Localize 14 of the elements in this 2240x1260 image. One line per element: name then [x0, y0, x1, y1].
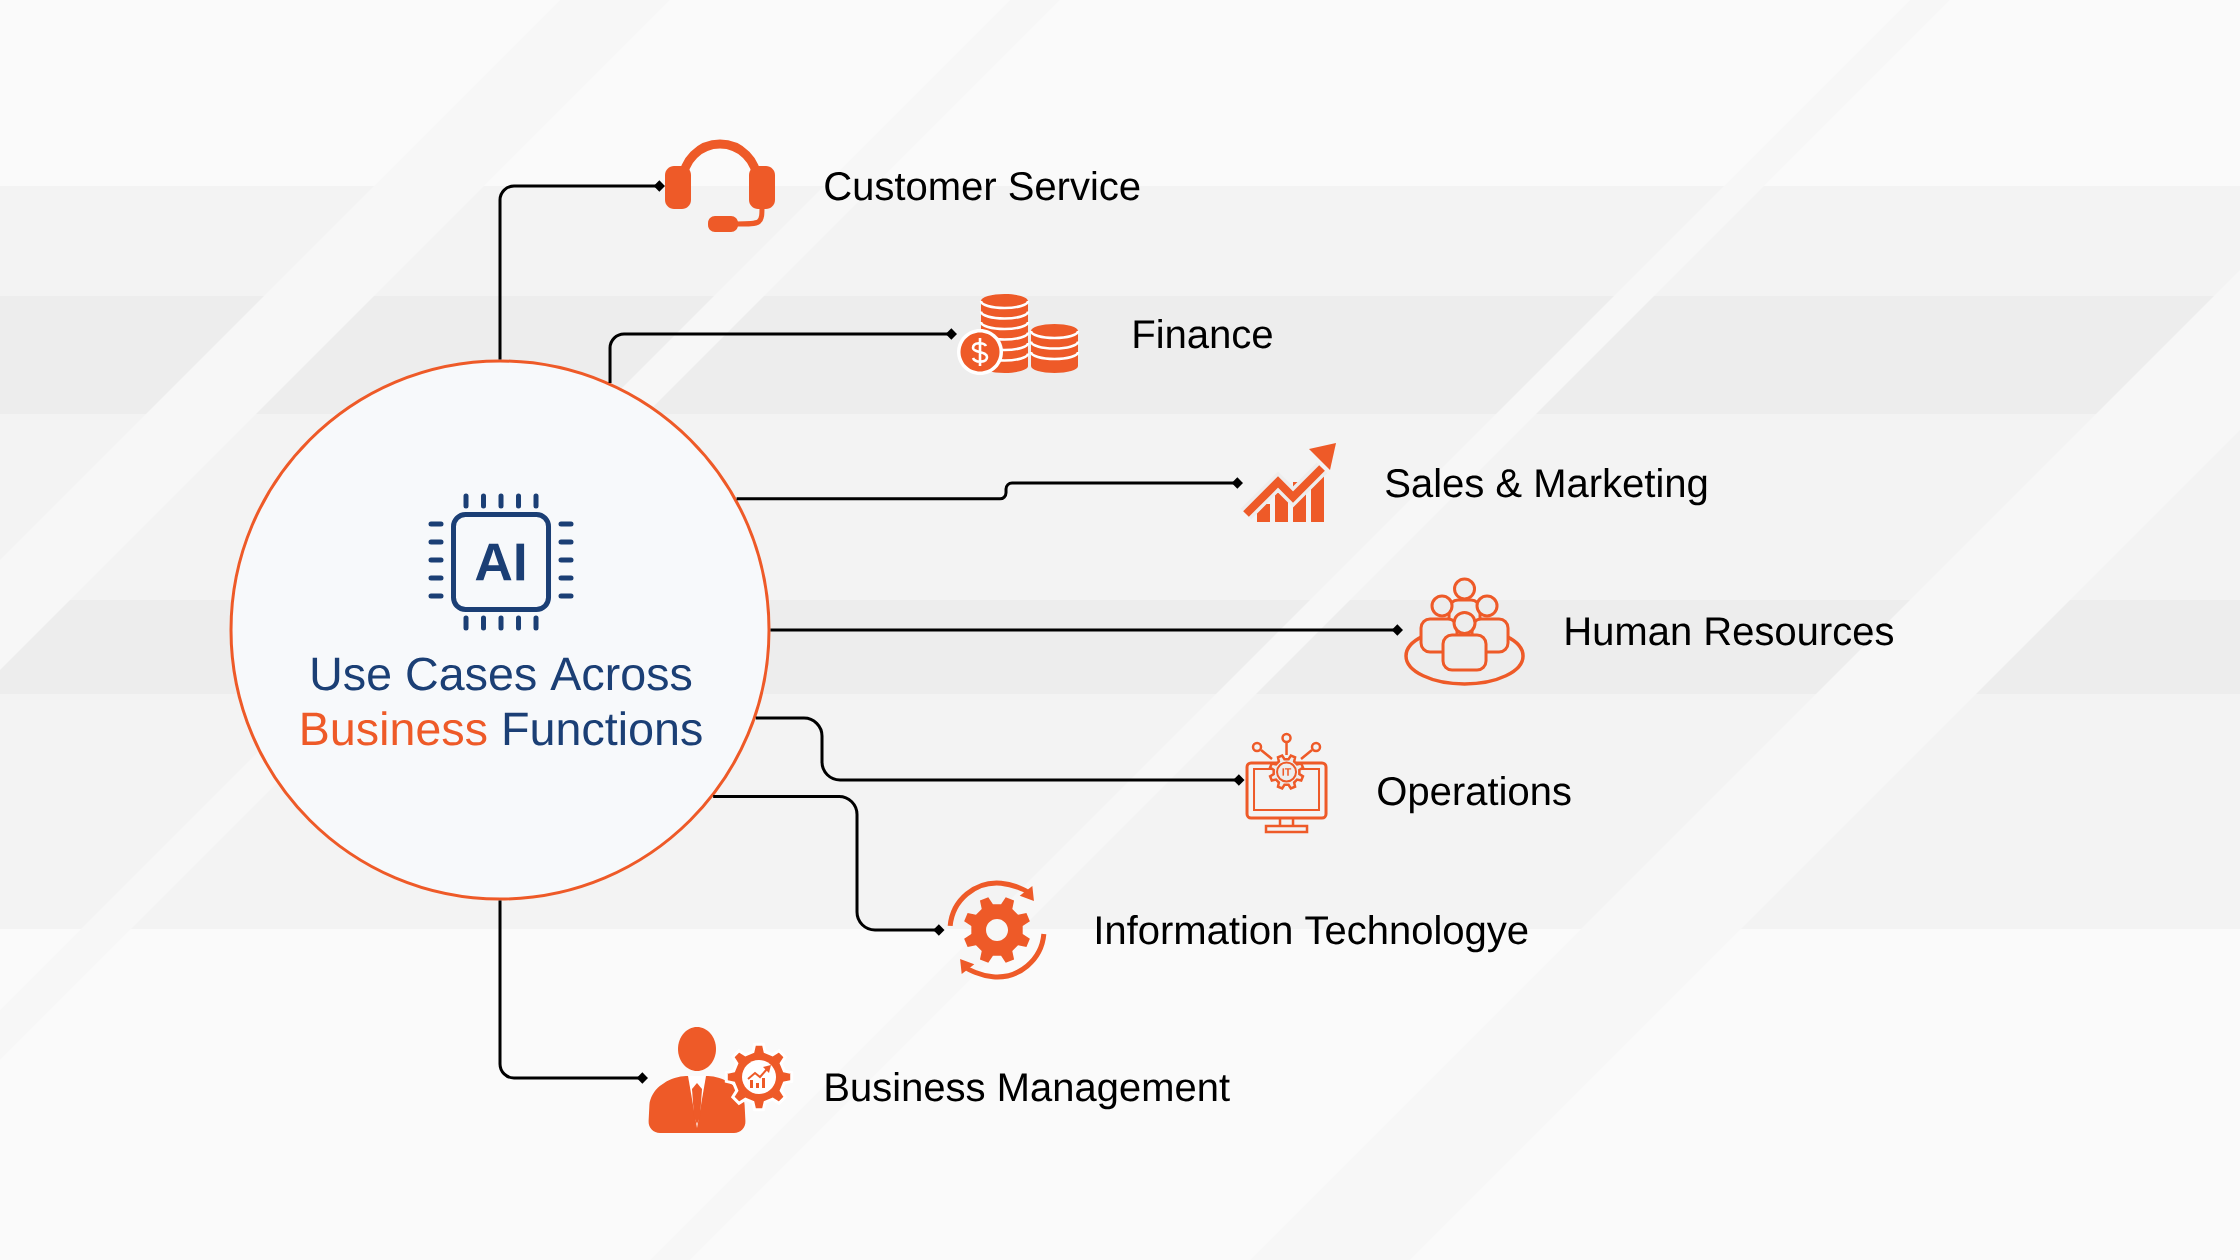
function-label: Operations: [1378, 776, 1571, 814]
monitor-gear-icon: [1245, 732, 1328, 834]
hub-heading: Business Functions: [302, 711, 702, 746]
function-label: Business Management: [826, 1072, 1230, 1110]
function-label: Human Resources: [1566, 617, 1893, 646]
hub-heading: Use Cases Across: [312, 657, 692, 691]
growth-chart-icon: [1240, 443, 1336, 522]
function-label: Customer Service: [825, 171, 1140, 201]
people-icon: [1404, 577, 1525, 686]
chip-text: AI: [475, 543, 525, 581]
function-label: Finance: [1134, 319, 1272, 349]
icon-text: IT: [1282, 768, 1292, 776]
function-label: Sales & Marketing: [1386, 468, 1707, 506]
function-label: Information Technologye: [1097, 915, 1528, 953]
